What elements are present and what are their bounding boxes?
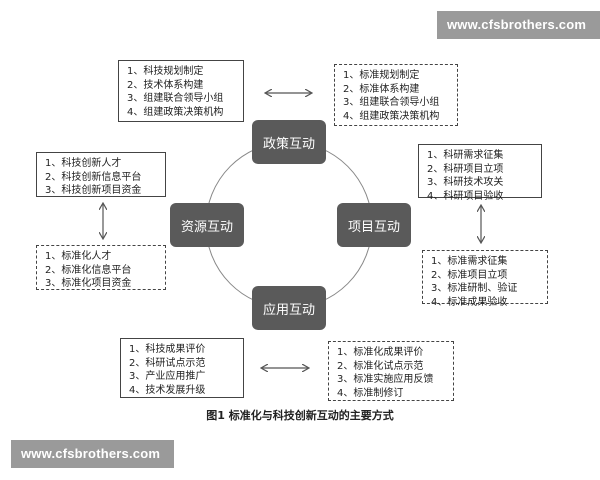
application-standard-item: 4、标准制修订	[337, 387, 404, 399]
policy-tech-item: 3、组建联合领导小组	[127, 93, 224, 104]
application-tech-item: 4、技术发展升级	[129, 384, 206, 396]
project-tech-box: 1、科研需求征集 2、科研项目立项 3、科研技术攻关 4、科研项目验收	[418, 144, 542, 202]
resource-standard-item: 2、标准化信息平台	[45, 264, 132, 276]
figure-caption: 图1 标准化与科技创新互动的主要方式	[206, 409, 394, 422]
resource-tech-item: 2、科技创新信息平台	[45, 171, 142, 183]
policy-standard-box: 1、标准规划制定 2、标准体系构建 3、组建联合领导小组 4、组建政策决策机构	[334, 64, 458, 126]
resource-tech-box: 1、科技创新人才 2、科技创新信息平台 3、科技创新项目资金	[36, 152, 166, 197]
application-interaction-node: 应用互动	[252, 286, 326, 330]
resource-standard-item: 3、标准化项目资金	[45, 278, 132, 289]
resource-interaction-node: 资源互动	[170, 203, 244, 247]
application-tech-item: 3、产业应用推广	[129, 371, 206, 382]
policy-tech-box: 1、科技规划制定 2、技术体系构建 3、组建联合领导小组 4、组建政策决策机构	[118, 60, 244, 122]
resource-tech-item: 1、科技创新人才	[45, 158, 122, 169]
project-tech-item: 4、科研项目验收	[427, 190, 504, 202]
policy-standard-item: 3、组建联合领导小组	[343, 97, 440, 108]
project-tech-item: 1、科研需求征集	[427, 150, 504, 161]
project-standard-item: 4、标准成果验收	[431, 296, 508, 308]
project-tech-item: 2、科研项目立项	[427, 163, 504, 175]
application-tech-item: 1、科技成果评价	[129, 344, 206, 355]
policy-interaction-node: 政策互动	[252, 120, 326, 164]
watermark-top: www.cfsbrothers.com	[437, 11, 600, 39]
policy-tech-item: 4、组建政策决策机构	[127, 106, 224, 118]
policy-tech-item: 1、科技规划制定	[127, 66, 204, 77]
project-tech-item: 3、科研技术攻关	[427, 177, 504, 188]
resource-standard-item: 1、标准化人才	[45, 251, 112, 262]
application-standard-item: 3、标准实施应用反馈	[337, 374, 434, 385]
application-standard-item: 2、标准化试点示范	[337, 360, 424, 372]
application-standard-item: 1、标准化成果评价	[337, 347, 424, 358]
project-standard-item: 1、标准需求征集	[431, 256, 508, 267]
project-standard-item: 3、标准研制、验证	[431, 283, 518, 294]
policy-tech-item: 2、技术体系构建	[127, 79, 204, 91]
application-standard-box: 1、标准化成果评价 2、标准化试点示范 3、标准实施应用反馈 4、标准制修订	[328, 341, 454, 401]
resource-tech-item: 3、科技创新项目资金	[45, 185, 142, 196]
policy-standard-item: 1、标准规划制定	[343, 70, 420, 81]
watermark-bottom: www.cfsbrothers.com	[11, 440, 174, 468]
project-standard-box: 1、标准需求征集 2、标准项目立项 3、标准研制、验证 4、标准成果验收	[422, 250, 548, 308]
resource-standard-box: 1、标准化人才 2、标准化信息平台 3、标准化项目资金	[36, 245, 166, 290]
application-tech-box: 1、科技成果评价 2、科研试点示范 3、产业应用推广 4、技术发展升级	[120, 338, 244, 398]
application-tech-item: 2、科研试点示范	[129, 357, 206, 369]
policy-standard-item: 4、组建政策决策机构	[343, 110, 440, 122]
policy-standard-item: 2、标准体系构建	[343, 83, 420, 95]
project-standard-item: 2、标准项目立项	[431, 269, 508, 281]
project-interaction-node: 项目互动	[337, 203, 411, 247]
